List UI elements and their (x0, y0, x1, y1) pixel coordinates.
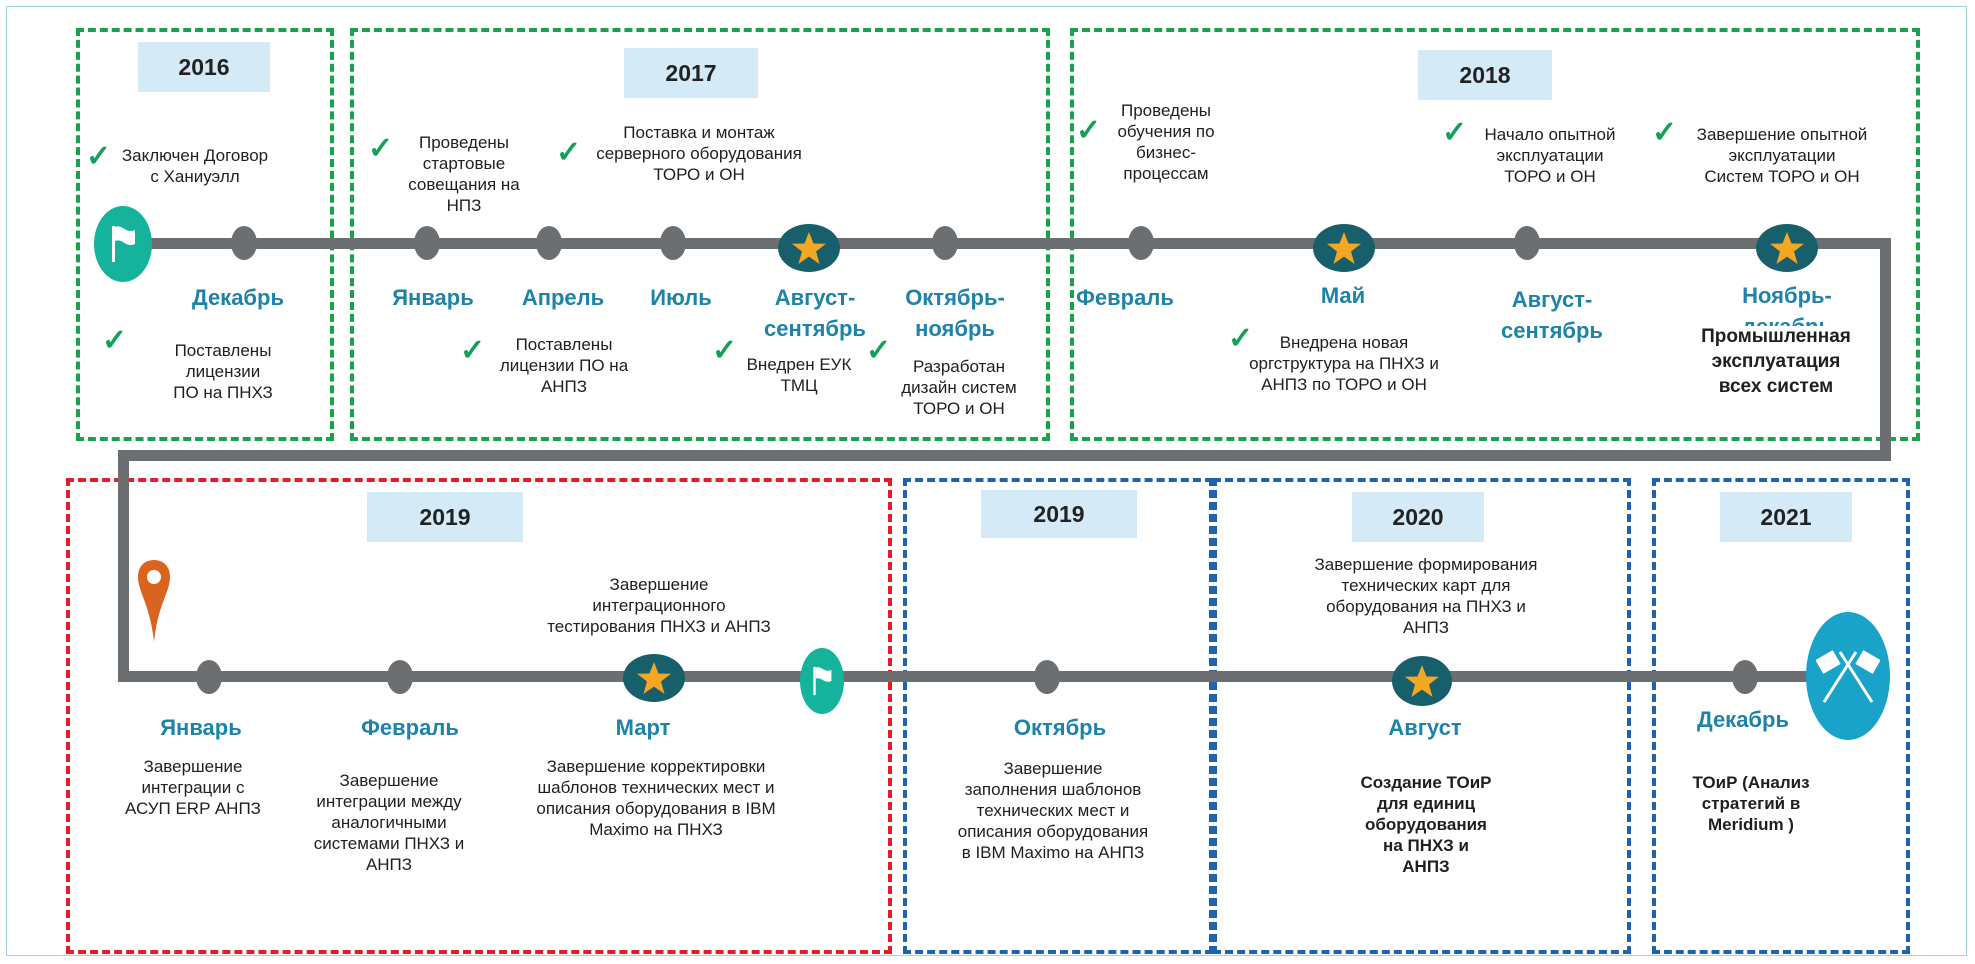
year-label-2019-second: 2019 (981, 490, 1137, 538)
timeline-right-connector (1880, 238, 1891, 460)
start-flag-badge (94, 206, 152, 282)
milestone-star-aug-2020 (1392, 656, 1452, 706)
year-label-2020: 2020 (1352, 492, 1484, 542)
month-label-may-2018: Май (1320, 283, 1366, 308)
checkered-flags-icon (1816, 650, 1880, 703)
month-label-octnov-2017: Октябрь-ноябрь (905, 285, 1005, 341)
period-box-2018 (1070, 28, 1920, 441)
flag-icon (112, 226, 135, 262)
month-label-mar-2019: Март (615, 715, 671, 740)
milestone-dot-oct-2017 (932, 226, 958, 260)
month-label-dec-2021: Декабрь (1697, 707, 1789, 732)
check-icon: ✓ (102, 324, 128, 357)
check-icon: ✓ (368, 132, 394, 165)
year-label-2021: 2021 (1720, 492, 1852, 542)
milestone-star-aug-2017 (778, 224, 840, 272)
month-label-feb-2019: Февраль (361, 715, 459, 740)
milestone-dot-feb-2018 (1128, 226, 1154, 260)
star-icon (1405, 665, 1439, 697)
milestone-dot-dec-2016 (231, 226, 257, 260)
milestone-dot-feb-2019 (387, 660, 413, 694)
year-label-2018: 2018 (1418, 50, 1552, 100)
month-label-oct-2019: Октябрь (1013, 715, 1107, 740)
milestone-dot-aug-2018 (1514, 226, 1540, 260)
timeline-left-connector (118, 450, 129, 682)
finish-badge (1806, 612, 1890, 740)
check-icon: ✓ (1652, 116, 1678, 149)
month-label-dec-2016: Декабрь (192, 285, 284, 310)
star-icon (1770, 232, 1804, 264)
milestone-star-nov-2018 (1756, 224, 1818, 272)
check-icon: ✓ (86, 140, 112, 173)
year-label-2019-first: 2019 (367, 492, 523, 542)
milestone-dot-jan-2019 (196, 660, 222, 694)
milestone-dot-jul-2017 (660, 226, 686, 260)
check-icon: ✓ (1442, 116, 1468, 149)
month-label-jan-2019: Январь (160, 715, 242, 740)
month-label-apr-2017: Апрель (521, 285, 605, 310)
diagram-frame (6, 6, 1967, 956)
star-icon (1327, 232, 1361, 264)
month-label-novdec-2018: Ноябрь-декабрь (1742, 283, 1832, 326)
flag-icon (813, 666, 832, 696)
month-label-jul-2017: Июль (650, 285, 712, 310)
timeline-bottom-line (118, 671, 1878, 682)
milestone-dot-dec-2021 (1732, 660, 1758, 694)
milestone-dot-oct-2019 (1034, 660, 1060, 694)
milestone-dot-jan-2017 (414, 226, 440, 260)
period-box-2019-integration (66, 478, 892, 954)
month-label-jan-2017: Январь (392, 285, 474, 310)
month-label-feb-2018: Февраль (1076, 285, 1174, 310)
location-pin-badge (136, 558, 172, 649)
year-label-2017: 2017 (624, 48, 758, 98)
check-icon: ✓ (460, 334, 486, 367)
location-pin-icon (138, 560, 170, 642)
check-icon: ✓ (1076, 114, 1102, 147)
period-box-2017 (350, 28, 1050, 441)
period-box-2020 (1213, 478, 1631, 954)
month-label-aug-2020: Август (1388, 715, 1462, 740)
timeline-top-line (140, 238, 1888, 249)
period-box-2019-templates (903, 478, 1213, 954)
check-icon: ✓ (866, 334, 892, 367)
milestone-dot-apr-2017 (536, 226, 562, 260)
milestone-star-may-2018 (1313, 224, 1375, 272)
check-icon: ✓ (556, 136, 582, 169)
period-box-2016 (76, 28, 334, 441)
milestone-star-mar-2019 (623, 654, 685, 702)
month-label-augsep-2018: Август-сентябрь (1501, 287, 1603, 343)
timeline-middle-line (118, 450, 1891, 461)
star-icon (792, 232, 826, 264)
integration-flag-badge (800, 648, 844, 714)
check-icon: ✓ (1228, 322, 1254, 355)
period-box-2021 (1652, 478, 1910, 954)
check-icon: ✓ (712, 334, 738, 367)
star-icon (637, 662, 671, 694)
month-label-augsep-2017: Август-сентябрь (764, 285, 866, 341)
year-label-2016: 2016 (138, 42, 270, 92)
